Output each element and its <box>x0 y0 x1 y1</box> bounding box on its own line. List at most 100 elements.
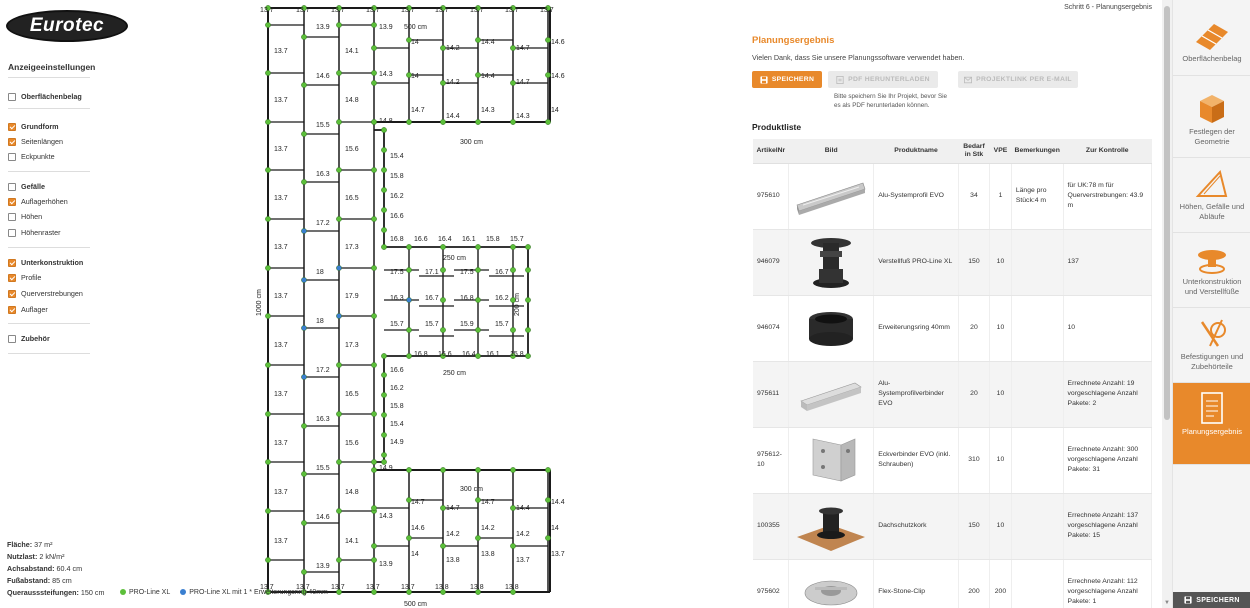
checkbox[interactable] <box>8 228 16 237</box>
height-label: 13.7 <box>331 584 345 591</box>
nav-save-button[interactable]: Speichern <box>1173 592 1250 608</box>
setting-option[interactable]: Höhenraster <box>8 228 61 237</box>
settings-title: Anzeigeeinstellungen <box>8 62 96 72</box>
height-label: 15.7 <box>425 321 439 328</box>
height-label: 15.7 <box>390 321 404 328</box>
checkbox[interactable] <box>8 212 16 221</box>
nav-step-3[interactable]: Höhen, Gefälle und Abläufe <box>1173 158 1250 233</box>
legend: PRO-Line XL PRO-Line XL mit 1 * Erweiter… <box>120 589 328 596</box>
support-node <box>336 119 342 125</box>
height-label: 13.7 <box>274 342 288 349</box>
height-label: 14.6 <box>551 73 565 80</box>
checkbox[interactable] <box>8 273 16 282</box>
height-label: 13.9 <box>316 563 330 570</box>
height-label: 16.4 <box>438 236 452 243</box>
support-node <box>336 313 342 319</box>
checkbox[interactable] <box>8 334 16 343</box>
support-node <box>381 187 387 193</box>
height-label: 13.9 <box>379 561 393 568</box>
support-node <box>545 37 551 43</box>
setting-option[interactable]: Zubehör <box>8 334 50 343</box>
height-label: 14.8 <box>345 97 359 104</box>
setting-option[interactable]: Oberflächenbelag <box>8 92 82 101</box>
setting-option[interactable]: Gefälle <box>8 182 45 191</box>
height-label: 14.2 <box>446 45 460 52</box>
setting-option[interactable]: Auflager <box>8 305 48 314</box>
nav-step-2[interactable]: Festlegen der Geometrie <box>1173 83 1250 158</box>
height-label: 15.8 <box>390 403 404 410</box>
height-label: 13.7 <box>331 7 345 14</box>
checkbox[interactable] <box>8 182 16 191</box>
support-node <box>440 353 446 359</box>
height-label: 14 <box>551 107 559 114</box>
height-label: 18 <box>316 318 324 325</box>
support-node <box>440 297 446 303</box>
email-link-button[interactable]: Projektlink per E-Mail <box>958 71 1078 88</box>
height-label: 14.2 <box>481 525 495 532</box>
divider <box>8 108 90 109</box>
checkbox[interactable] <box>8 289 16 298</box>
support-node <box>301 228 307 234</box>
column-header: ArtikelNr <box>753 139 789 164</box>
quantity: 200 <box>958 559 991 608</box>
setting-option[interactable]: Höhen <box>8 212 42 221</box>
scroll-down-icon[interactable]: ▼ <box>1164 600 1170 606</box>
result-title: Planungsergebnis <box>752 35 835 46</box>
support-node <box>525 353 531 359</box>
support-node <box>440 45 446 51</box>
nav-step-4[interactable]: Unterkonstruktion und Verstellfüße <box>1173 233 1250 308</box>
column-header: Bild <box>788 139 874 164</box>
checkbox[interactable] <box>8 137 16 146</box>
blue-dot-icon <box>180 589 187 595</box>
nav-step-6[interactable]: Planungsergebnis <box>1173 383 1250 465</box>
setting-option[interactable]: Seitenlängen <box>8 137 63 146</box>
support-node <box>301 471 307 477</box>
product-image <box>788 427 875 494</box>
product-name: Erweiterungsring 40mm <box>873 295 959 362</box>
support-node <box>301 423 307 429</box>
setting-option[interactable]: Profile <box>8 273 41 282</box>
checkbox[interactable] <box>8 305 16 314</box>
product-image <box>788 559 875 608</box>
support-node <box>265 216 271 222</box>
nav-step-5[interactable]: Befestigungen und Zubehörteile <box>1173 308 1250 383</box>
height-label: 15.8 <box>510 351 524 358</box>
height-label: 16.3 <box>316 416 330 423</box>
support-node <box>440 543 446 549</box>
support-node <box>406 535 412 541</box>
scrollbar[interactable]: ▼ <box>1162 0 1172 608</box>
pdf-download-button[interactable]: PDF herunterladen <box>828 71 938 88</box>
setting-option[interactable]: Auflagerhöhen <box>8 197 68 206</box>
setting-option[interactable]: Unterkonstruktion <box>8 258 83 267</box>
height-label: 14.6 <box>316 514 330 521</box>
support-node <box>265 557 271 563</box>
height-label: 13.7 <box>296 584 310 591</box>
quantity: 150 <box>958 229 991 296</box>
checkbox[interactable] <box>8 122 16 131</box>
height-label: 500 cm <box>404 601 427 608</box>
setting-option[interactable]: Eckpunkte <box>8 152 55 161</box>
scrollbar-thumb[interactable] <box>1164 6 1170 420</box>
height-label: 13.7 <box>540 7 554 14</box>
save-button[interactable]: Speichern <box>752 71 822 88</box>
height-label: 200 cm <box>514 293 521 316</box>
checkbox[interactable] <box>8 92 16 101</box>
checkbox[interactable] <box>8 197 16 206</box>
support-node <box>545 72 551 78</box>
package-unit: 10 <box>989 295 1012 362</box>
support-node <box>371 557 377 563</box>
setting-option[interactable]: Grundform <box>8 122 59 131</box>
support-node <box>265 265 271 271</box>
article-number: 100355 <box>753 493 790 560</box>
nav-step-1[interactable]: Oberflächenbelag <box>1173 0 1250 76</box>
checkbox[interactable] <box>8 152 16 161</box>
checkbox[interactable] <box>8 258 16 267</box>
height-label: 14 <box>411 551 419 558</box>
product-image <box>788 295 875 362</box>
support-node <box>371 265 377 271</box>
setting-option[interactable]: Querverstrebungen <box>8 289 83 298</box>
support-node <box>406 589 412 595</box>
